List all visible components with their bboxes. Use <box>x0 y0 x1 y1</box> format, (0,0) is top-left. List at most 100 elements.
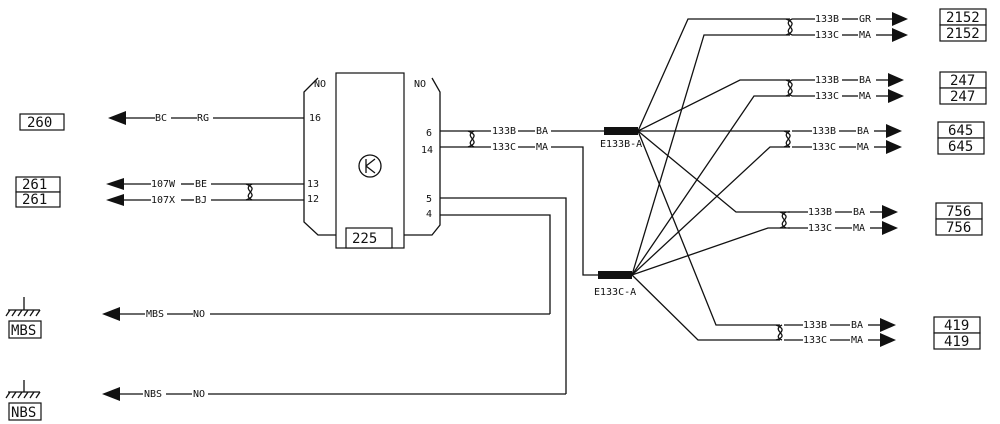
wire-color-mbs: NO <box>193 309 205 320</box>
relay-body <box>335 72 405 249</box>
wire-color-bj: BJ <box>195 195 207 206</box>
arrow-right-icon <box>882 205 898 219</box>
relay-no-right: NO <box>414 79 426 90</box>
twisted-pair-icon <box>785 79 793 97</box>
connector-247: 247 <box>950 89 975 105</box>
arrow-left-icon <box>102 387 120 401</box>
wire-code-nbs: NBS <box>144 389 162 400</box>
connector-261b: 261 <box>22 192 47 208</box>
wire-color-ma: MA <box>536 142 548 153</box>
arrow-right-icon <box>886 124 902 138</box>
wire-color: MA <box>859 30 871 41</box>
splice-e133b <box>604 127 638 135</box>
wire-color: BA <box>859 75 871 86</box>
transistor-leads <box>365 158 376 174</box>
connector-2152: 2152 <box>946 10 980 26</box>
right-group-756: 133B 133C BA MA 756 756 <box>788 202 983 236</box>
pin-12: 12 <box>307 194 319 205</box>
wire-color: BA <box>857 126 869 137</box>
twisted-pair-icon <box>785 18 793 36</box>
wire-color: BA <box>853 207 865 218</box>
pin-16: 16 <box>309 113 321 124</box>
wire-code: 133B <box>812 126 836 137</box>
wire-code: 133B <box>815 75 839 86</box>
pin-6: 6 <box>426 128 432 139</box>
connector-box-261b <box>15 191 61 208</box>
relay-id: 225 <box>352 231 377 247</box>
transistor-icon <box>358 154 382 178</box>
connector-645: 645 <box>948 139 973 155</box>
connector-247: 247 <box>950 73 975 89</box>
arrow-right-icon <box>892 12 908 26</box>
wire-code-133c: 133C <box>492 142 516 153</box>
wire-code-107x: 107X <box>151 195 175 206</box>
arrow-right-icon <box>892 28 908 42</box>
twisted-pair-icon <box>779 211 787 229</box>
wire-code: 133B <box>815 14 839 25</box>
arrow-right-icon <box>886 140 902 154</box>
ground-icon <box>5 391 41 399</box>
right-group-419: 133B 133C BA MA 419 419 <box>784 316 981 350</box>
wire-color-nbs: NO <box>193 389 205 400</box>
wire-code: 133C <box>815 30 839 41</box>
wire-color: MA <box>857 142 869 153</box>
connector-756: 756 <box>946 204 971 220</box>
wire-code-mbs: MBS <box>146 309 164 320</box>
arrow-left-icon <box>106 194 124 206</box>
wire-code: 133C <box>803 335 827 346</box>
ground-label-nbs: NBS <box>11 405 36 421</box>
pin-4: 4 <box>426 209 432 220</box>
wire-color-rg: RG <box>197 113 209 124</box>
wire-code-133b: 133B <box>492 126 516 137</box>
ground-box-mbs <box>8 320 42 339</box>
connector-645: 645 <box>948 123 973 139</box>
connector-box-260 <box>19 113 65 131</box>
wire-color: MA <box>853 223 865 234</box>
arrow-right-icon <box>888 73 904 87</box>
wire-color-be: BE <box>195 179 207 190</box>
connector-260: 260 <box>27 115 52 131</box>
splice-label-e133c: E133C-A <box>594 287 636 298</box>
arrow-left-icon <box>102 307 120 321</box>
wire-code-bc: BC <box>155 113 167 124</box>
wire-code: 133B <box>808 207 832 218</box>
pin-13: 13 <box>307 179 319 190</box>
connector-419: 419 <box>944 318 969 334</box>
ground-label-mbs: MBS <box>11 323 36 339</box>
splice-label-e133b: E133B-A <box>600 139 642 150</box>
wire-code: 133B <box>803 320 827 331</box>
arrow-right-icon <box>888 89 904 103</box>
relay-no-left: NO <box>314 79 326 90</box>
wire-color: BA <box>851 320 863 331</box>
connector-261a: 261 <box>22 177 47 193</box>
connector-2152: 2152 <box>946 26 980 42</box>
wire-color: MA <box>859 91 871 102</box>
wire-color-ba: BA <box>536 126 548 137</box>
arrow-left-icon <box>106 178 124 190</box>
splice-e133c <box>598 271 632 279</box>
twisted-pair-icon <box>775 324 783 341</box>
pin-5: 5 <box>426 194 432 205</box>
arrow-right-icon <box>880 318 896 332</box>
ground-icon <box>5 309 41 317</box>
twisted-pair-icon <box>783 130 791 148</box>
twisted-pair-icon <box>467 130 475 148</box>
wire-code-107w: 107W <box>151 179 176 190</box>
arrow-left-icon <box>108 111 126 125</box>
wire-code: 133C <box>812 142 836 153</box>
right-group-247: 133B 133C BA MA 247 247 <box>792 71 987 105</box>
wire-code: 133C <box>815 91 839 102</box>
relay-id-box <box>345 227 393 249</box>
right-group-2152: 133B 133C GR MA 2152 2152 <box>792 8 987 42</box>
connector-756: 756 <box>946 220 971 236</box>
arrow-right-icon <box>882 221 898 235</box>
wire-color: MA <box>851 335 863 346</box>
connector-419: 419 <box>944 334 969 350</box>
right-group-645: 133B 133C BA MA 645 645 <box>792 121 985 155</box>
arrow-right-icon <box>880 333 896 347</box>
wire-color: GR <box>859 14 872 25</box>
wire-code: 133C <box>808 223 832 234</box>
twisted-pair-icon <box>245 183 253 201</box>
